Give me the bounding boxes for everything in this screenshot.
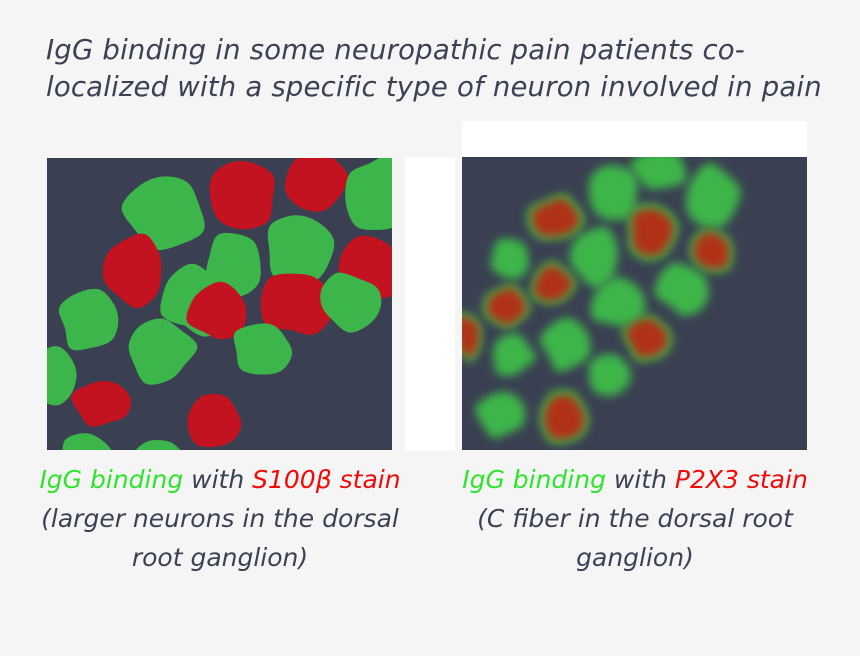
neuron-cell <box>540 317 591 372</box>
neuron-cell <box>320 272 382 333</box>
caption-left-segment-2: S100β stain <box>252 465 401 494</box>
neuron-cell <box>62 433 112 450</box>
neuron-cell <box>493 333 536 376</box>
white-backdrop-panel-gap <box>405 157 455 451</box>
caption-left: IgG binding with S100β stain (larger neu… <box>30 460 410 577</box>
neuron-cell <box>47 346 77 406</box>
neuron-cell <box>490 238 529 280</box>
figure-title: IgG binding in some neuropathic pain pat… <box>46 34 822 103</box>
neuron-cell <box>187 394 242 448</box>
neuron-cell <box>267 215 335 288</box>
caption-right-segment-2: P2X3 stain <box>674 465 808 494</box>
neuron-cell <box>630 157 687 190</box>
micrograph-canvas-left <box>47 158 392 450</box>
neuron-cell <box>529 260 577 305</box>
neuron-cell <box>475 391 526 439</box>
neuron-cell <box>58 288 119 351</box>
neuron-cell <box>654 262 709 316</box>
neuron-cell <box>186 281 247 340</box>
neuron-cell <box>136 440 181 450</box>
caption-left-segment-0: IgG binding <box>39 465 184 494</box>
neuron-cell <box>539 389 590 444</box>
neuron-cell <box>121 176 205 251</box>
neuron-cell <box>588 165 638 221</box>
caption-right-segment-0: IgG binding <box>462 465 606 494</box>
neuron-cell <box>627 203 679 262</box>
neuron-cell <box>482 283 531 329</box>
neuron-cell <box>685 163 741 229</box>
igg-p2x3-micrograph <box>462 157 807 450</box>
caption-right-segment-3: (C fiber in the dorsal root ganglion) <box>477 504 793 572</box>
neuron-cell <box>102 233 162 309</box>
neuron-cell <box>128 318 198 385</box>
white-backdrop-top-right <box>462 121 807 157</box>
caption-left-segment-1: with <box>183 465 253 494</box>
neuron-cell <box>569 226 618 288</box>
caption-right-segment-1: with <box>605 465 675 494</box>
neuron-cell <box>209 161 275 230</box>
micrograph-canvas-right <box>462 157 741 444</box>
neuron-cell <box>527 193 586 241</box>
caption-right: IgG binding with P2X3 stain (C fiber in … <box>450 460 820 577</box>
neuron-cell <box>233 323 293 375</box>
neuron-cell <box>345 158 392 230</box>
neuron-cell <box>689 228 734 273</box>
neuron-cell <box>462 311 482 363</box>
neuron-cell <box>588 354 632 397</box>
neuron-cell <box>260 273 333 335</box>
neuron-cell <box>71 380 131 427</box>
neuron-cell <box>621 314 673 362</box>
igg-s100b-micrograph <box>47 158 392 450</box>
neuron-cell <box>590 277 646 327</box>
caption-left-segment-3: (larger neurons in the dorsal root gangl… <box>41 504 399 572</box>
neuron-cell <box>284 158 349 212</box>
